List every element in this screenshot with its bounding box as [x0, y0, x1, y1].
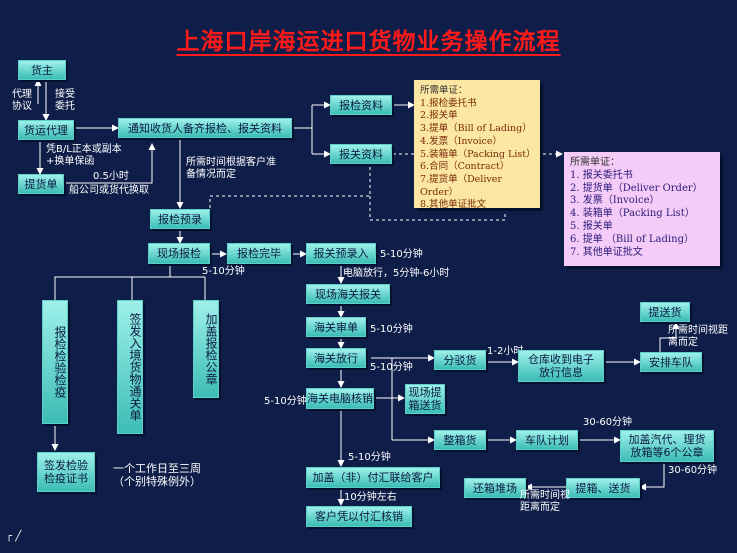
time-label: 30-60分钟: [583, 417, 633, 428]
page-title: 上海口岸海运进口货物业务操作流程: [176, 28, 561, 55]
inspection-done-box: 报检完毕: [227, 243, 291, 264]
doc-item: 7. 其他单证批文: [570, 246, 643, 258]
customs-writeoff-box: 海关电脑核销: [306, 388, 374, 409]
time-label: 30-60分钟: [668, 465, 718, 476]
agent-label: 代理协议: [12, 89, 32, 112]
doc-item: 1. 报关委托书: [570, 169, 633, 181]
entry-clearance-box: 签发入境货物通关单: [117, 300, 143, 434]
customs-release-box: 海关放行: [306, 348, 366, 368]
customs-pre-entry-box: 报关预录入: [306, 243, 376, 264]
shipper-box: 货主: [18, 60, 66, 80]
warehouse-release-box: 仓库收到电子放行信息: [518, 350, 604, 382]
customs-review-box: 海关审单: [306, 317, 366, 337]
distance-label: 所需时间视距离而定: [520, 490, 570, 513]
doc-item: 2.报关单: [420, 110, 458, 122]
stamp-inspection-box: 加盖报检公章: [193, 300, 219, 398]
time-dep-label: 所需时间根据客户准备情况而定: [186, 157, 276, 180]
inspection-docs-box: 报检资料: [330, 95, 392, 115]
truck-plan-box: 车队计划: [516, 430, 578, 450]
corner-mark: ┌ ╱: [6, 531, 22, 542]
doc-item: 2. 提货单（Deliver Order）: [570, 182, 703, 194]
fcl-box: 整箱货: [434, 430, 486, 450]
pre-inspection-box: 报检预录: [150, 209, 210, 229]
time-label: 5-10分钟: [370, 324, 413, 335]
doc-item: 5.装箱单（Packing List）: [420, 148, 536, 160]
doc-item: 3.提单（Bill of Lading）: [420, 123, 532, 135]
time-label: 5-10分钟: [264, 396, 307, 407]
time-label: 10分钟左右: [344, 492, 397, 503]
bl-exchange-label: 凭B/L正本或副本+换单保函: [46, 144, 122, 167]
time-label: 5-10分钟: [202, 266, 245, 277]
onsite-inspection-box: 现场报检: [148, 243, 210, 264]
client-forex-box: 客户凭以付汇核销: [306, 506, 412, 527]
inspection-docs-list: 所需单证： 1.报检委托书 2.报关单 3.提单（Bill of Lading）…: [414, 80, 540, 210]
stamp-seal-box: 加盖汽代、理货放箱等6个公章: [620, 430, 714, 462]
time-label: 1-2小时: [487, 346, 524, 357]
time-label: 5-10分钟: [348, 452, 391, 463]
docs-heading: 所需单证：: [420, 85, 468, 96]
stamp-forex-box: 加盖（非）付汇联给客户: [306, 467, 440, 488]
certificate-box: 签发检验检疫证书: [37, 452, 95, 492]
doc-item: 1.报检委托书: [420, 97, 477, 109]
doc-item: 6.合同（Contract）: [420, 161, 510, 173]
doc-item: 4.发票（Invoice）: [420, 135, 503, 147]
doc-item: 5. 报关单: [570, 220, 613, 232]
half-hour-label: 0.5小时: [93, 171, 129, 182]
time-label: 5-10分钟: [370, 362, 413, 373]
doc-item: 8.其他单证批文: [420, 199, 487, 211]
ship-exchange-label: 船公司或货代换取: [69, 185, 149, 196]
docs-heading: 所需单证：: [570, 157, 620, 168]
inspection-quarantine-box: 报检检验检疫: [42, 300, 68, 424]
forwarder-box: 货运代理: [18, 120, 74, 140]
pickup-box-box: 提箱、送货: [566, 478, 640, 498]
doc-item: 7.提货单（Deliver Order）: [420, 173, 502, 198]
arrange-fleet-box: 安排车队: [640, 352, 702, 372]
time-label: 5-10分钟: [380, 249, 423, 260]
workday-label: 一个工作日至三周（个别特殊例外）: [113, 462, 201, 488]
onsite-customs-box: 现场海关报关: [306, 284, 390, 304]
pickup-delivery-box: 提送货: [640, 302, 690, 322]
doc-item: 4. 装箱单（Packing List）: [570, 208, 695, 220]
notify-box: 通知收货人备齐报检、报关资料: [118, 118, 292, 138]
delivery-order-box: 提货单: [18, 174, 64, 194]
computer-release-label: 电脑放行，5分钟-6小时: [343, 268, 450, 279]
distance-label: 所需时间视距离而定: [668, 325, 728, 348]
onsite-pickup-box: 现场提箱送货: [405, 384, 445, 414]
customs-docs-list: 所需单证： 1. 报关委托书 2. 提货单（Deliver Order） 3. …: [564, 152, 720, 266]
entrust-label: 接受委托: [55, 89, 75, 112]
doc-item: 3. 发票（Invoice）: [570, 195, 660, 207]
customs-docs-box: 报关资料: [330, 144, 392, 164]
return-yard-box: 还箱堆场: [464, 478, 526, 498]
doc-item: 6. 提单 （Bill of Lading）: [570, 233, 694, 245]
split-cargo-box: 分驳货: [434, 350, 486, 370]
